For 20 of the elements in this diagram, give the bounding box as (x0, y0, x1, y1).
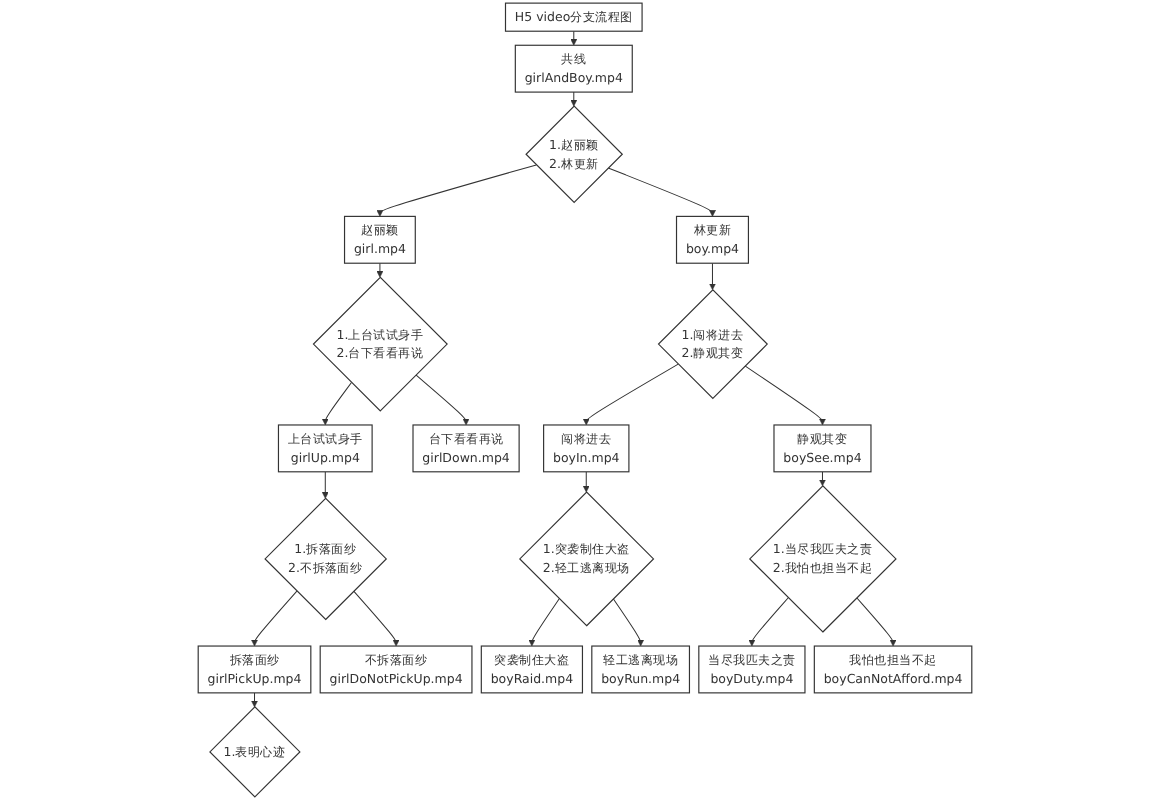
arrow (251, 590, 298, 647)
arrow (321, 471, 329, 499)
arrow (353, 590, 400, 647)
arrow (376, 164, 537, 217)
arrow (856, 597, 897, 647)
arrow (744, 365, 826, 426)
arrow (321, 382, 352, 426)
arrow (570, 91, 578, 107)
arrow (582, 471, 590, 493)
arrow (819, 471, 826, 487)
arrow (582, 363, 679, 426)
arrow (528, 598, 560, 647)
arrow (612, 598, 645, 647)
arrow (748, 597, 789, 647)
arrow (251, 692, 258, 708)
arrow (570, 30, 578, 46)
arrow (709, 262, 716, 291)
arrow (607, 167, 716, 217)
arrow (376, 262, 384, 278)
arrow (415, 374, 470, 426)
